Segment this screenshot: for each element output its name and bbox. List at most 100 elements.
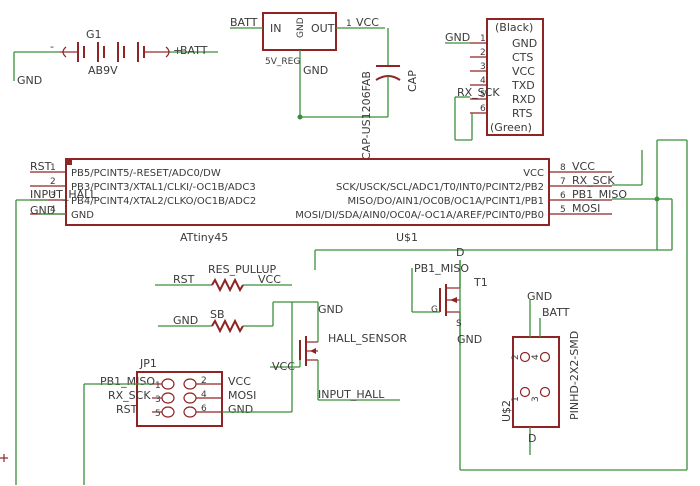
battery-minus: - — [50, 40, 54, 53]
mcu-right-pin-label: SCK/USCK/SCL/ADC1/T0/INT0/PCINT2/PB2 — [336, 182, 544, 193]
battery-g1: G1 AB9V - + GND BATT — [13, 28, 218, 87]
hall-net-out: INPUT_HALL — [318, 388, 385, 401]
isp-right-net-label: VCC — [228, 375, 251, 388]
header-part: PINHD-2X2-SMD — [568, 331, 581, 420]
ftdi-pin-label: RXD — [512, 93, 536, 106]
res-pullup-left-net: RST — [173, 273, 195, 286]
resistor-sb: SB GND — [158, 301, 319, 334]
mcu-left-net-label: INPUT_HALL — [30, 188, 97, 201]
mcu-left-net-label: GND — [30, 204, 55, 217]
hall-name: HALL_SENSOR — [328, 332, 407, 345]
mosfet-net-gnd: GND — [457, 333, 482, 346]
mcu-right-pin-number: 7 — [560, 177, 566, 187]
regulator-name: 5V_REG — [265, 57, 300, 67]
isp-right-pin-number: 4 — [201, 390, 207, 400]
battery-net-neg: GND — [17, 74, 42, 87]
isp-right-pin-number: 2 — [201, 376, 207, 386]
mcu-right-net-label: PB1_MISO — [572, 188, 627, 201]
header-pin-number: 4 — [531, 354, 541, 360]
mosfet-gate: G — [431, 305, 438, 315]
regulator-net-out: VCC — [356, 16, 379, 29]
mcu-right-pin-label: MISO/DO/AIN1/OC0B/OC1A/PCINT1/PB1 — [347, 196, 544, 207]
ftdi-bottom-label: (Green) — [490, 121, 532, 134]
isp-right-net-label: MOSI — [228, 389, 256, 402]
isp-left-pin-number: 5 — [155, 409, 161, 419]
isp-right-pin-number: 6 — [201, 404, 207, 414]
mcu-value: ATtiny45 — [180, 231, 228, 244]
ftdi-net-gnd: GND — [445, 31, 470, 44]
regulator-net-in: BATT — [230, 16, 258, 29]
ftdi-top-label: (Black) — [495, 21, 533, 34]
ftdi-pin-number: 1 — [480, 34, 486, 44]
res-sb-name: SB — [210, 308, 225, 321]
regulator-pin-gnd: GND — [296, 17, 306, 38]
mcu-right-pin-number: 6 — [560, 191, 566, 201]
cap-part: CAP-US1206FAB — [360, 71, 373, 160]
header-pin-number: 1 — [511, 396, 521, 402]
isp-left-pin-number: 3 — [155, 395, 161, 405]
isp-left-net-label: PB1_MISO — [100, 375, 155, 388]
ftdi-net-rx: RX_SCK — [457, 86, 500, 99]
ftdi-pin-number: 4 — [480, 76, 486, 86]
mcu-right-pin-number: 8 — [560, 163, 566, 173]
header-pin-number: 3 — [531, 396, 541, 402]
res-pullup-name: RES_PULLUP — [208, 263, 277, 276]
mosfet-net-gate: PB1_MISO — [414, 262, 469, 275]
hall-sensor: HALL_SENSOR VCC GND INPUT_HALL — [270, 268, 407, 401]
mcu-right-net-label: RX_SCK — [572, 174, 615, 187]
regulator-pin-in: IN — [270, 22, 281, 35]
mcu-left-pin-label: GND — [71, 210, 94, 221]
battery-plus: + — [173, 44, 182, 57]
header-net-d: D — [528, 432, 536, 445]
mcu-name: U$1 — [396, 231, 418, 244]
ftdi-pin-number: 3 — [480, 62, 486, 72]
mcu-left-pin-label: PB5/PCINT5/-RESET/ADC0/DW — [71, 168, 221, 179]
header-net-gnd: GND — [527, 290, 552, 303]
resistor-pullup: RES_PULLUP RST VCC — [155, 263, 292, 293]
isp-left-net-label: RST — [116, 403, 138, 416]
mcu-left-net-label: RST — [30, 160, 52, 173]
mcu-left-pin-label: PB4/PCINT4/XTAL2/CLKO/OC1B/ADC2 — [71, 196, 256, 207]
mcu-left-pin-number: 3 — [50, 191, 56, 201]
mcu-right-pin-label: MOSI/DI/SDA/AIN0/OC0A/-OC1A/AREF/PCINT0/… — [295, 210, 544, 221]
mcu-right-pin-label: VCC — [523, 168, 544, 179]
mosfet-name: T1 — [473, 276, 488, 289]
battery-net-pos: BATT — [180, 44, 208, 57]
mcu-left-pin-label: PB3/PCINT3/XTAL1/CLKI/-OC1B/ADC3 — [71, 182, 256, 193]
ftdi-pin-label: CTS — [512, 51, 533, 64]
capacitor: CAP-US1206FAB CAP — [297, 28, 419, 160]
mosfet-drain: D — [456, 246, 464, 259]
ftdi-pin-number: 6 — [480, 104, 486, 114]
ftdi-pin-label: GND — [512, 37, 537, 50]
mcu-left-pin-number: 4 — [50, 205, 56, 215]
res-sb-left-net: GND — [173, 314, 198, 327]
mcu-left-pin-number: 2 — [50, 177, 56, 187]
ftdi-pin-number: 5 — [480, 90, 486, 100]
ftdi-pin-label: TXD — [511, 79, 535, 92]
mcu-right-net-label: MOSI — [572, 202, 600, 215]
voltage-regulator: IN OUT GND 5V_REG BATT 1 VCC GND — [230, 12, 388, 118]
isp-left-pin-number: 1 — [155, 381, 161, 391]
isp-right-net-label: GND — [228, 403, 253, 416]
ftdi-pin-label: RTS — [512, 107, 533, 120]
isp-left-net-label: RX_SCK — [108, 389, 151, 402]
header-name: U$2 — [500, 400, 513, 422]
isp-name: JP1 — [139, 357, 157, 370]
ftdi-pin-label: VCC — [512, 65, 535, 78]
cap-value: CAP — [406, 70, 419, 92]
regulator-net-gnd: GND — [303, 64, 328, 77]
mcu-right-net-label: VCC — [572, 160, 595, 173]
battery-value: AB9V — [88, 64, 118, 77]
mcu-right-pin-number: 5 — [560, 205, 566, 215]
res-pullup-right-net: VCC — [258, 273, 281, 286]
ftdi-pin-number: 2 — [480, 48, 486, 58]
header-net-batt: BATT — [542, 306, 570, 319]
hall-net-vcc: VCC — [272, 360, 295, 373]
regulator-pin-out: OUT — [311, 22, 335, 35]
battery-name: G1 — [86, 28, 102, 41]
mcu-attiny45: U$1 ATtiny45 PB5/PCINT5/-RESET/ADC0/DW1R… — [15, 139, 688, 485]
